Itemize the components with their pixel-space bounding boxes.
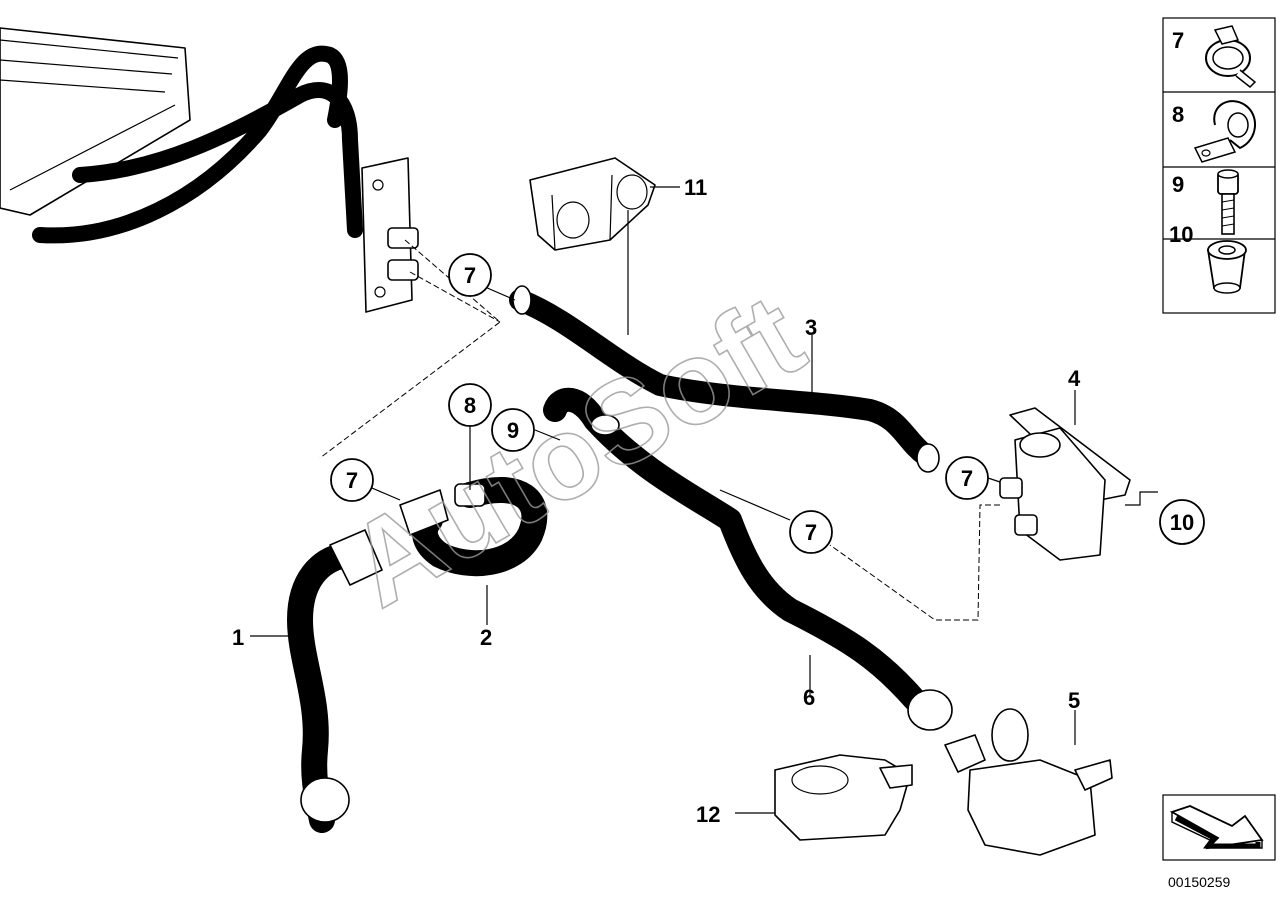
hose-clamp-icon [1205,25,1257,89]
cover-12 [774,754,913,841]
heater-core [0,27,501,459]
callout-8: 8 [448,383,492,427]
part-label-12: 12 [696,802,720,827]
diagram-code: 00150259 [1168,874,1231,890]
svg-text:9: 9 [507,418,519,443]
pump-5 [944,708,1113,856]
part-label-6: 6 [803,685,815,710]
legend-number-7: 7 [1172,28,1184,53]
parts-legend: 7 8 9 10 [1162,17,1276,314]
svg-text:7: 7 [961,466,973,491]
legend-number-8: 8 [1172,102,1184,127]
hose-6 [543,387,953,731]
callout-7-middle: 7 [789,510,833,554]
leader-lines [250,186,1158,814]
part-label-2: 2 [480,625,492,650]
legend-number-10: 10 [1169,222,1193,247]
part-label-11: 11 [684,175,707,200]
part-label-4: 4 [1068,366,1081,391]
pipe-clip-icon [1193,100,1256,163]
part-label-3: 3 [805,315,817,340]
svg-text:7: 7 [346,468,358,493]
svg-text:7: 7 [464,263,476,288]
direction-arrow-icon [1162,794,1276,861]
callout-9: 9 [491,408,535,452]
callout-7-top: 7 [448,253,492,297]
hose-1 [287,529,383,833]
hex-bolt-icon [1217,169,1239,235]
hose-2 [399,477,548,577]
callout-7-valve: 7 [945,456,989,500]
callout-7-left: 7 [330,458,374,502]
svg-text:7: 7 [805,520,817,545]
grommet-nut-icon [1206,240,1247,294]
callout-10: 10 [1159,499,1205,545]
bracket-11 [529,157,656,251]
legend-number-9: 9 [1172,172,1184,197]
part-label-5: 5 [1068,688,1080,713]
valve-4 [829,407,1131,621]
part-label-1: 1 [232,625,244,650]
svg-text:8: 8 [464,393,476,418]
svg-text:10: 10 [1170,510,1194,535]
hose-3 [509,285,940,473]
